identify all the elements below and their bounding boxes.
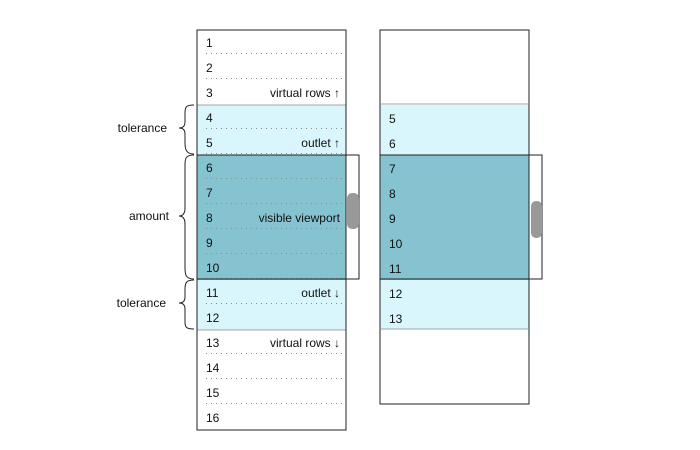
amount-label: amount [129,209,170,223]
left-row-number: 15 [206,386,220,400]
left-row-number: 6 [206,161,213,175]
left-row-number: 7 [206,186,213,200]
left-viewport-region [197,155,346,280]
left-row-labels: virtual rows ↑ outlet ↑ visible viewport ou… [259,86,341,350]
tolerance-top-label: tolerance [118,121,168,135]
left-row-number: 4 [206,111,213,125]
left-row-number: 8 [206,211,213,225]
amount-brace [178,154,195,280]
left-row-label: outlet ↓ [301,286,340,300]
right-viewport-region [380,155,529,280]
tolerance-bottom-label: tolerance [117,296,167,310]
left-row-number: 13 [206,336,220,350]
left-row-number: 12 [206,311,220,325]
right-row-number: 11 [389,262,402,276]
left-scrollbar-thumb[interactable] [347,193,359,229]
right-row-numbers: 5 6 7 8 9 10 11 12 13 [389,112,403,326]
left-row-label: virtual rows ↑ [270,86,340,100]
right-row-number: 13 [389,312,403,326]
left-row-number: 5 [206,136,213,150]
tolerance-top-brace [178,104,195,155]
left-list-fills [197,104,346,331]
left-row-number: 9 [206,236,213,250]
right-row-number: 6 [389,137,396,151]
right-row-number: 12 [389,287,403,301]
left-row-number: 3 [206,86,213,100]
tolerance-bottom-brace [178,279,195,330]
right-list-fills [380,105,529,329]
right-row-number: 7 [389,162,396,176]
left-row-label: outlet ↑ [301,136,340,150]
right-scrollbar-thumb[interactable] [531,201,542,238]
left-row-number: 2 [206,61,213,75]
left-row-number: 16 [206,411,220,425]
left-row-number: 10 [206,261,220,275]
left-row-number: 14 [206,361,220,375]
right-row-number: 5 [389,112,396,126]
right-row-number: 10 [389,237,403,251]
left-row-label: visible viewport [259,211,341,225]
right-row-number: 9 [389,212,396,226]
left-row-number: 1 [206,36,213,50]
left-row-number: 11 [206,286,219,300]
left-row-label: virtual rows ↓ [270,336,340,350]
right-row-number: 8 [389,187,396,201]
left-row-separators [206,53,344,404]
